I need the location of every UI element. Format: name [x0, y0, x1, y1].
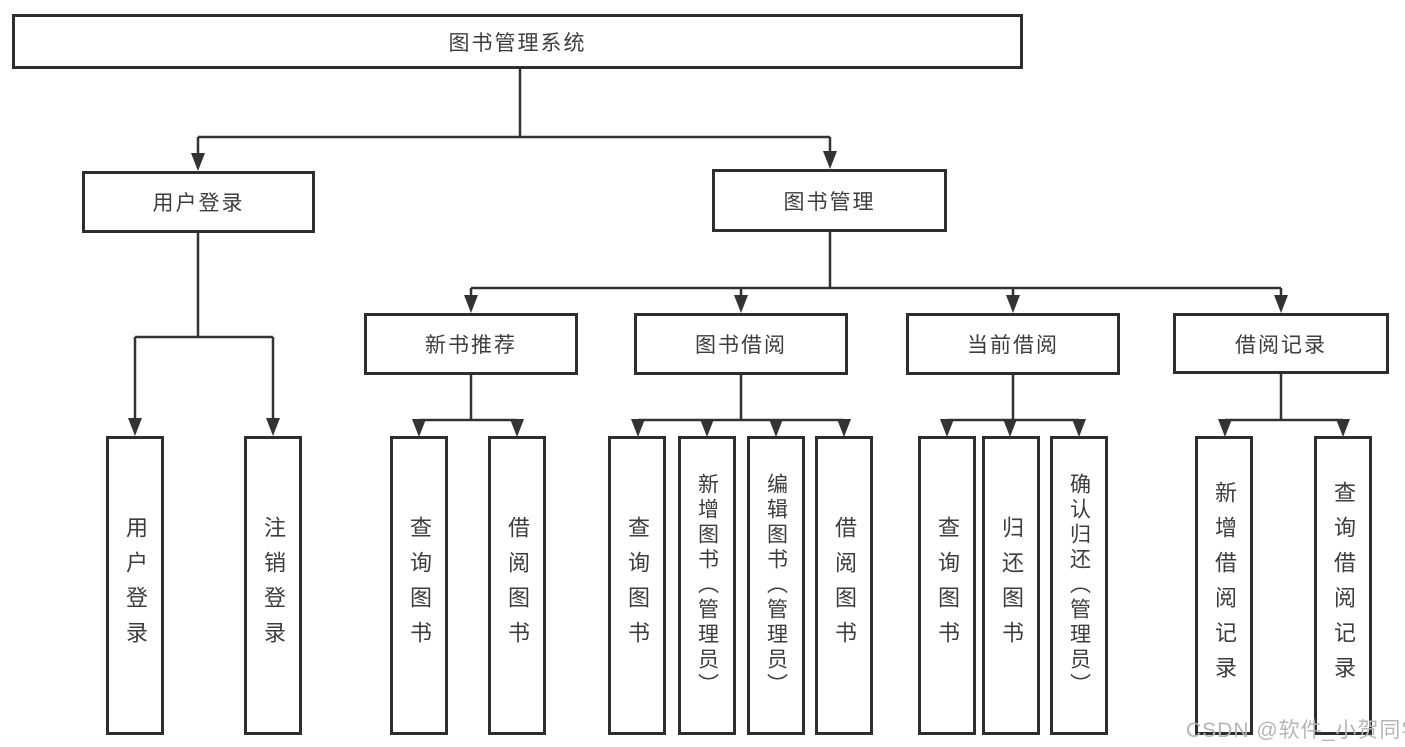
node-current-borrowing: 当前借阅	[906, 313, 1120, 375]
leaf-label: 新增借阅记录	[1212, 480, 1237, 691]
leaf-query-books-recommend: 查询图书	[390, 436, 448, 735]
leaf-user-login: 用户登录	[106, 436, 164, 735]
leaf-label: 查询图书	[625, 515, 650, 656]
leaf-logout: 注销登录	[244, 436, 302, 735]
node-label: 借阅记录	[1235, 333, 1327, 357]
csdn-watermark: CSDN @软件_小贺同学	[1186, 719, 1405, 742]
node-label: 图书借阅	[695, 334, 787, 357]
leaf-query-borrow-record: 查询借阅记录	[1314, 436, 1372, 735]
leaf-add-books-admin: 新增图书（管理员）	[678, 436, 736, 735]
leaf-label: 查询图书	[407, 515, 432, 656]
leaf-label: 编辑图书（管理员）	[764, 473, 788, 698]
leaf-confirm-return-admin: 确认归还（管理员）	[1050, 436, 1108, 735]
node-label: 新书推荐	[425, 334, 517, 357]
node-label: 图书管理	[783, 190, 876, 214]
leaf-label: 用户登录	[123, 515, 148, 656]
leaf-borrow-books-recommend: 借阅图书	[488, 436, 546, 735]
node-library-management-system: 图书管理系统	[12, 14, 1023, 69]
node-label: 用户登录	[152, 192, 245, 215]
leaf-edit-books-admin: 编辑图书（管理员）	[747, 436, 805, 735]
node-borrowing-records: 借阅记录	[1173, 313, 1389, 374]
leaf-label: 查询图书	[935, 515, 960, 656]
leaf-add-borrow-record: 新增借阅记录	[1195, 436, 1253, 735]
node-book-management: 图书管理	[712, 169, 947, 232]
node-label: 当前借阅	[967, 334, 1059, 357]
node-label: 图书管理系统	[448, 31, 587, 55]
leaf-label: 新增图书（管理员）	[695, 473, 719, 698]
leaf-return-books: 归还图书	[982, 436, 1040, 735]
node-book-borrowing: 图书借阅	[634, 313, 848, 375]
leaf-label: 查询借阅记录	[1331, 480, 1356, 691]
leaf-query-books-borrow: 查询图书	[608, 436, 666, 735]
leaf-query-books-current: 查询图书	[918, 436, 976, 735]
leaf-label: 借阅图书	[832, 515, 857, 656]
node-user-login: 用户登录	[82, 171, 315, 233]
leaf-label: 借阅图书	[505, 515, 530, 656]
leaf-label: 归还图书	[999, 515, 1024, 656]
leaf-label: 确认归还（管理员）	[1067, 473, 1091, 698]
node-new-book-recommend: 新书推荐	[364, 313, 578, 375]
leaf-borrow-books: 借阅图书	[815, 436, 873, 735]
leaf-label: 注销登录	[261, 515, 286, 656]
